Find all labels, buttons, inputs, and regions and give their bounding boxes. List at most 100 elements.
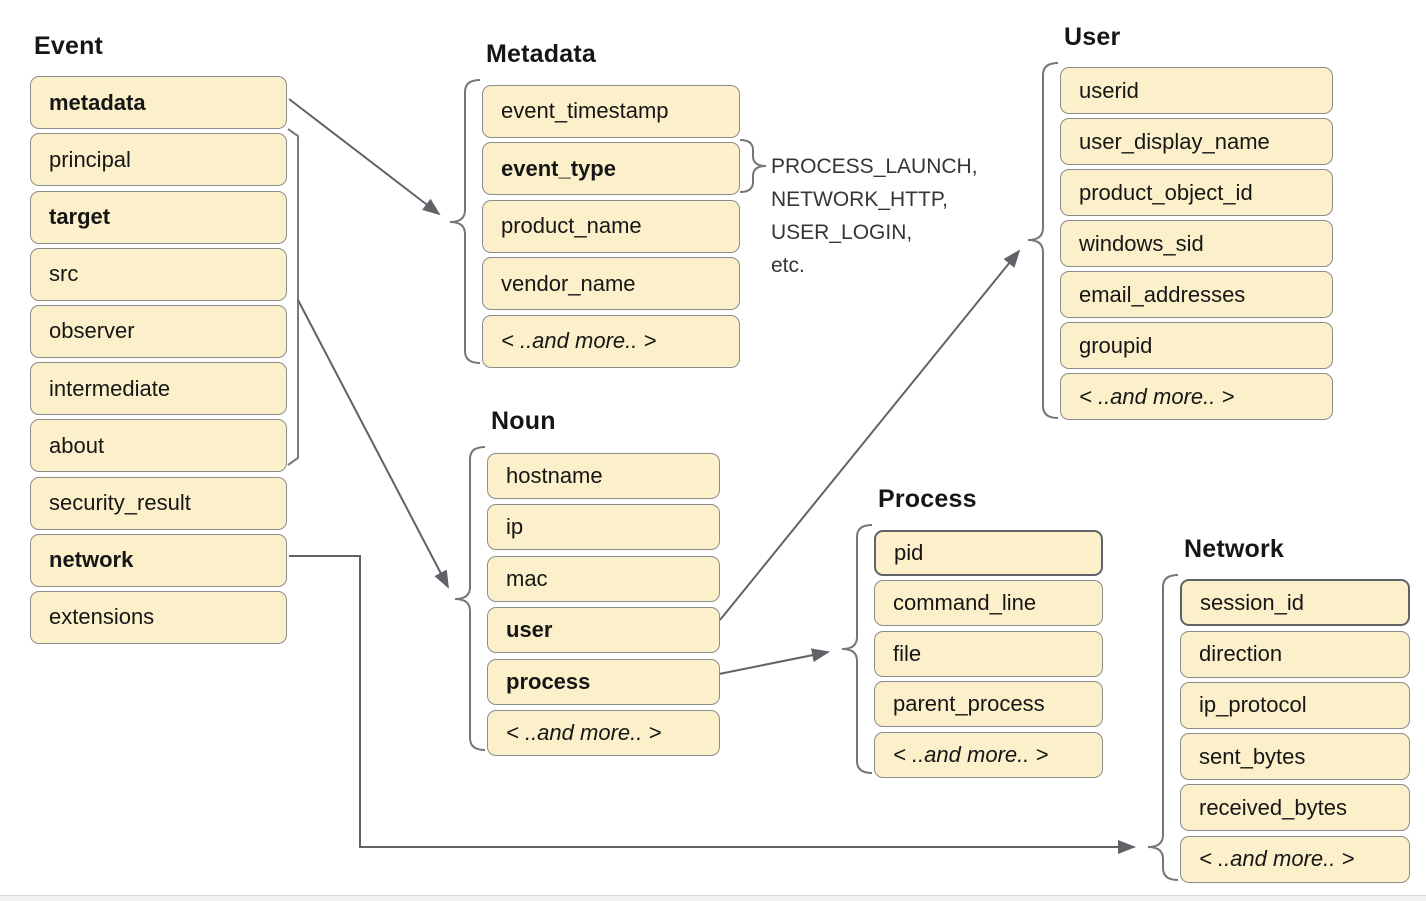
- event-group: Event metadata principal target src obse…: [30, 32, 287, 644]
- field-label: hostname: [506, 462, 603, 488]
- field-label: mac: [506, 565, 548, 591]
- field-label: sent_bytes: [1199, 743, 1306, 769]
- event-field-observer: observer: [30, 304, 287, 358]
- field-label: ip_protocol: [1199, 692, 1307, 718]
- field-label: direction: [1199, 641, 1283, 667]
- metadata-field-event-timestamp: event_timestamp: [482, 84, 740, 138]
- user-group-brace: [1027, 62, 1059, 419]
- field-label: target: [49, 204, 111, 230]
- event-field-src: src: [30, 247, 287, 301]
- user-field-product-object-id: product_object_id: [1060, 169, 1333, 216]
- noun-field-and-more: < ..and more.. >: [487, 710, 720, 756]
- user-field-userid: userid: [1060, 67, 1333, 114]
- arrow-process-to-process-group: [718, 648, 830, 675]
- network-field-direction: direction: [1180, 630, 1410, 678]
- field-label: principal: [49, 146, 131, 172]
- noun-field-user: user: [487, 607, 720, 653]
- event-type-value: USER_LOGIN,: [771, 221, 913, 244]
- field-label: < ..and more.. >: [1199, 846, 1355, 872]
- field-label: src: [49, 261, 79, 287]
- field-label: network: [49, 547, 134, 573]
- arrow-metadata-to-metadata-group: [288, 98, 441, 216]
- user-field-groupid: groupid: [1060, 322, 1333, 369]
- user-field-user-display-name: user_display_name: [1060, 118, 1333, 165]
- noun-group: Noun hostname ip mac user process < ..an…: [487, 407, 720, 756]
- field-label: user: [506, 617, 553, 642]
- arrow-network-to-network-group: [289, 555, 1136, 854]
- field-label: pid: [894, 539, 924, 565]
- field-label: product_object_id: [1079, 179, 1253, 205]
- event-field-intermediate: intermediate: [30, 362, 287, 416]
- field-label: received_bytes: [1199, 794, 1347, 820]
- field-label: extensions: [49, 604, 155, 630]
- process-field-and-more: < ..and more.. >: [874, 731, 1103, 778]
- noun-field-ip: ip: [487, 504, 720, 550]
- field-label: < ..and more.. >: [893, 741, 1049, 767]
- metadata-field-vendor-name: vendor_name: [482, 257, 740, 310]
- metadata-field-product-name: product_name: [482, 199, 740, 253]
- event-type-value: NETWORK_HTTP,: [771, 188, 948, 211]
- field-label: < ..and more.. >: [506, 720, 662, 745]
- field-label: vendor_name: [501, 270, 636, 296]
- field-label: windows_sid: [1079, 230, 1204, 256]
- event-field-metadata: metadata: [30, 76, 287, 130]
- event-field-security-result: security_result: [30, 476, 287, 530]
- network-field-ip-protocol: ip_protocol: [1180, 681, 1410, 729]
- field-label: event_type: [501, 155, 616, 181]
- noun-field-process: process: [487, 658, 720, 705]
- user-field-and-more: < ..and more.. >: [1060, 373, 1333, 420]
- field-label: ip: [506, 514, 524, 539]
- bottom-edge-divider: [0, 895, 1426, 901]
- field-label: process: [506, 668, 591, 694]
- noun-field-hostname: hostname: [487, 452, 720, 499]
- field-label: parent_process: [893, 691, 1045, 716]
- field-label: < ..and more.. >: [501, 328, 657, 353]
- field-label: product_name: [501, 213, 642, 238]
- process-group: Process pid command_line file parent_pro…: [874, 485, 1103, 778]
- event-field-principal: principal: [30, 133, 287, 187]
- event-field-network: network: [30, 533, 287, 587]
- user-field-windows-sid: windows_sid: [1060, 220, 1333, 267]
- event-type-example-values: PROCESS_LAUNCH, NETWORK_HTTP, USER_LOGIN…: [771, 150, 978, 282]
- field-label: < ..and more.. >: [1079, 383, 1235, 409]
- field-label: file: [893, 640, 922, 666]
- noun-group-brace: [454, 446, 486, 751]
- metadata-field-event-type: event_type: [482, 142, 740, 195]
- event-type-values-brace: [739, 139, 767, 193]
- network-group: Network session_id direction ip_protocol…: [1180, 535, 1410, 883]
- field-label: groupid: [1079, 332, 1153, 358]
- field-label: about: [49, 432, 105, 458]
- arrow-bracket-to-noun-group: [297, 299, 449, 589]
- network-field-session-id: session_id: [1180, 579, 1410, 627]
- event-field-about: about: [30, 419, 287, 473]
- network-field-and-more: < ..and more.. >: [1180, 835, 1410, 883]
- metadata-group-title: Metadata: [486, 40, 596, 68]
- network-field-received-bytes: received_bytes: [1180, 784, 1410, 832]
- process-field-pid: pid: [874, 529, 1103, 576]
- field-label: email_addresses: [1079, 281, 1246, 307]
- event-field-extensions: extensions: [30, 590, 287, 644]
- field-label: security_result: [49, 490, 191, 515]
- process-field-parent-process: parent_process: [874, 681, 1103, 727]
- noun-field-mac: mac: [487, 555, 720, 602]
- field-label: command_line: [893, 590, 1037, 615]
- field-label: session_id: [1200, 589, 1304, 615]
- noun-group-title: Noun: [491, 407, 556, 435]
- network-group-title: Network: [1184, 535, 1285, 563]
- arrow-user-to-user-group: [719, 249, 1021, 621]
- field-label: intermediate: [49, 375, 171, 401]
- event-group-title: Event: [34, 32, 104, 60]
- field-label: observer: [49, 318, 135, 344]
- noun-fields-bracket: [287, 128, 299, 466]
- process-field-file: file: [874, 630, 1103, 677]
- process-group-title: Process: [878, 485, 977, 513]
- field-label: userid: [1079, 77, 1139, 103]
- metadata-field-and-more: < ..and more.. >: [482, 314, 740, 368]
- network-group-brace: [1147, 574, 1179, 881]
- user-field-email-addresses: email_addresses: [1060, 271, 1333, 318]
- event-type-value: etc.: [771, 254, 805, 277]
- metadata-group-brace: [449, 79, 481, 364]
- field-label: metadata: [49, 89, 146, 115]
